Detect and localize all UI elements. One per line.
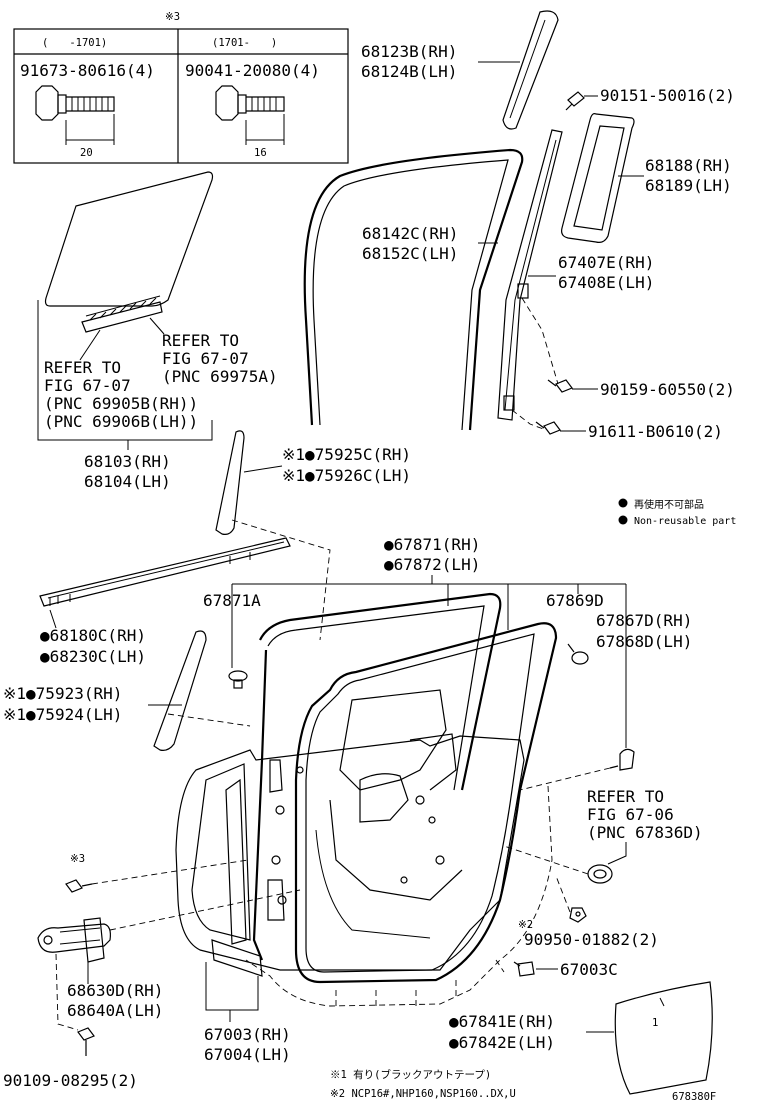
service-hole-cover-part: 1 [614, 981, 713, 1095]
table-mark: ※3 [165, 11, 180, 23]
label-75926C: ※1●75926C(LH) [282, 466, 411, 485]
refer2-line3: (PNC 69905B(RH)) [44, 394, 198, 413]
pillar-tape-part [215, 430, 245, 535]
label-67003: 67003(RH) [204, 1025, 291, 1044]
clip-icon [609, 748, 635, 771]
label-67842E: ●67842E(LH) [449, 1033, 555, 1052]
refer2-line2: FIG 67-07 [44, 376, 131, 395]
label-90151: 90151-50016(2) [600, 86, 735, 105]
table-col2-dim: 16 [254, 147, 267, 159]
label-90109: 90109-08295(2) [3, 1071, 138, 1090]
hole-plug-icon [587, 864, 613, 884]
glass-run-channel-part [303, 148, 524, 431]
label-90159: 90159-60550(2) [600, 380, 735, 399]
flange-bolt-icon [35, 85, 115, 145]
frame-garnish-part [502, 10, 559, 130]
door-tape-part [153, 630, 207, 751]
label-68230C: ●68230C(LH) [40, 647, 146, 666]
table-col1-dim: 20 [80, 147, 93, 159]
bolt-icon [535, 421, 561, 435]
label-67871A: 67871A [203, 591, 261, 610]
plug-icon [567, 643, 589, 665]
label-68123B: 68123B(RH) [361, 42, 457, 61]
footnote-2: ※2 NCP16#,NHP160,NSP160..DX,U [330, 1088, 516, 1100]
label-68103: 68103(RH) [84, 452, 171, 471]
refer1-line3: (PNC 69975A) [162, 367, 278, 386]
label-68124B: 68124B(LH) [361, 62, 457, 81]
label-68152C: 68152C(LH) [362, 244, 458, 263]
label-67841E: ●67841E(RH) [449, 1012, 555, 1031]
bolt-icon [77, 1027, 95, 1056]
label-67408E: 67408E(LH) [558, 273, 654, 292]
label-67867D: 67867D(RH) [596, 611, 692, 630]
refer3-line3: (PNC 67836D) [587, 823, 703, 842]
refer2-line4: (PNC 69906B(LH)) [44, 412, 198, 431]
label-67003C: 67003C [560, 960, 618, 979]
label-75925C: ※1●75925C(RH) [282, 445, 411, 464]
refer3-line2: FIG 67-06 [587, 805, 674, 824]
label-68630D: 68630D(RH) [67, 981, 163, 1000]
label-67869D: 67869D [546, 591, 604, 610]
label-67004: 67004(LH) [204, 1045, 291, 1064]
refer1-line2: FIG 67-07 [162, 349, 249, 368]
table-col2-part: 90041-20080(4) [185, 61, 320, 80]
refer1-line1: REFER TO [162, 331, 239, 350]
rear-door-assembly [175, 592, 558, 1007]
label-68104: 68104(LH) [84, 472, 171, 491]
refer2-line1: REFER TO [44, 358, 121, 377]
label-68189: 68189(LH) [645, 176, 732, 195]
legend-jp: 再使用不可部品 [634, 498, 704, 511]
door-check-part [37, 917, 111, 963]
cap-icon [513, 961, 535, 977]
diagram-id: 678380F [672, 1091, 716, 1103]
mark3-hinge: ※3 [70, 853, 85, 865]
door-glass-part [44, 171, 214, 333]
table-col1-header: ( -1701) [42, 37, 107, 49]
label-67871: ●67871(RH) [384, 535, 480, 554]
label-68180C: ●68180C(RH) [40, 626, 146, 645]
label-75923: ※1●75923(RH) [3, 684, 122, 703]
bolt-icon [65, 879, 93, 893]
clip-icon [569, 907, 587, 923]
label-67868D: 67868D(LH) [596, 632, 692, 651]
label-68188: 68188(RH) [645, 156, 732, 175]
screw-icon [565, 91, 585, 111]
clip-icon [228, 670, 248, 689]
legend-en: Non-reusable part [634, 516, 736, 527]
bolt-icon [547, 379, 573, 393]
belt-moulding-part [39, 537, 291, 607]
label-68142C: 68142C(RH) [362, 224, 458, 243]
legend: 再使用不可部品 Non-reusable part [618, 498, 736, 527]
division-bar-part [497, 129, 563, 421]
label-90950: 90950-01882(2) [524, 930, 659, 949]
footnote-1: ※1 有り(ブラックアウトテープ) [330, 1068, 491, 1081]
label-68640A: 68640A(LH) [67, 1001, 163, 1020]
table-col1-part: 91673-80616(4) [20, 61, 155, 80]
table-col2-header: (1701- ) [212, 37, 277, 49]
refer3-line1: REFER TO [587, 787, 664, 806]
flange-bolt-icon [215, 85, 285, 145]
bolt-variant-table: ※3 ( -1701) (1701- ) 91673-80616(4) 9004… [13, 11, 349, 164]
label-91611: 91611-B0610(2) [588, 422, 723, 441]
label-67407E: 67407E(RH) [558, 253, 654, 272]
label-75924: ※1●75924(LH) [3, 705, 122, 724]
svg-text:1: 1 [652, 1017, 658, 1029]
quarter-glass-part [561, 113, 635, 243]
label-67872: ●67872(LH) [384, 555, 480, 574]
mark2-clip: ※2 [518, 919, 533, 931]
